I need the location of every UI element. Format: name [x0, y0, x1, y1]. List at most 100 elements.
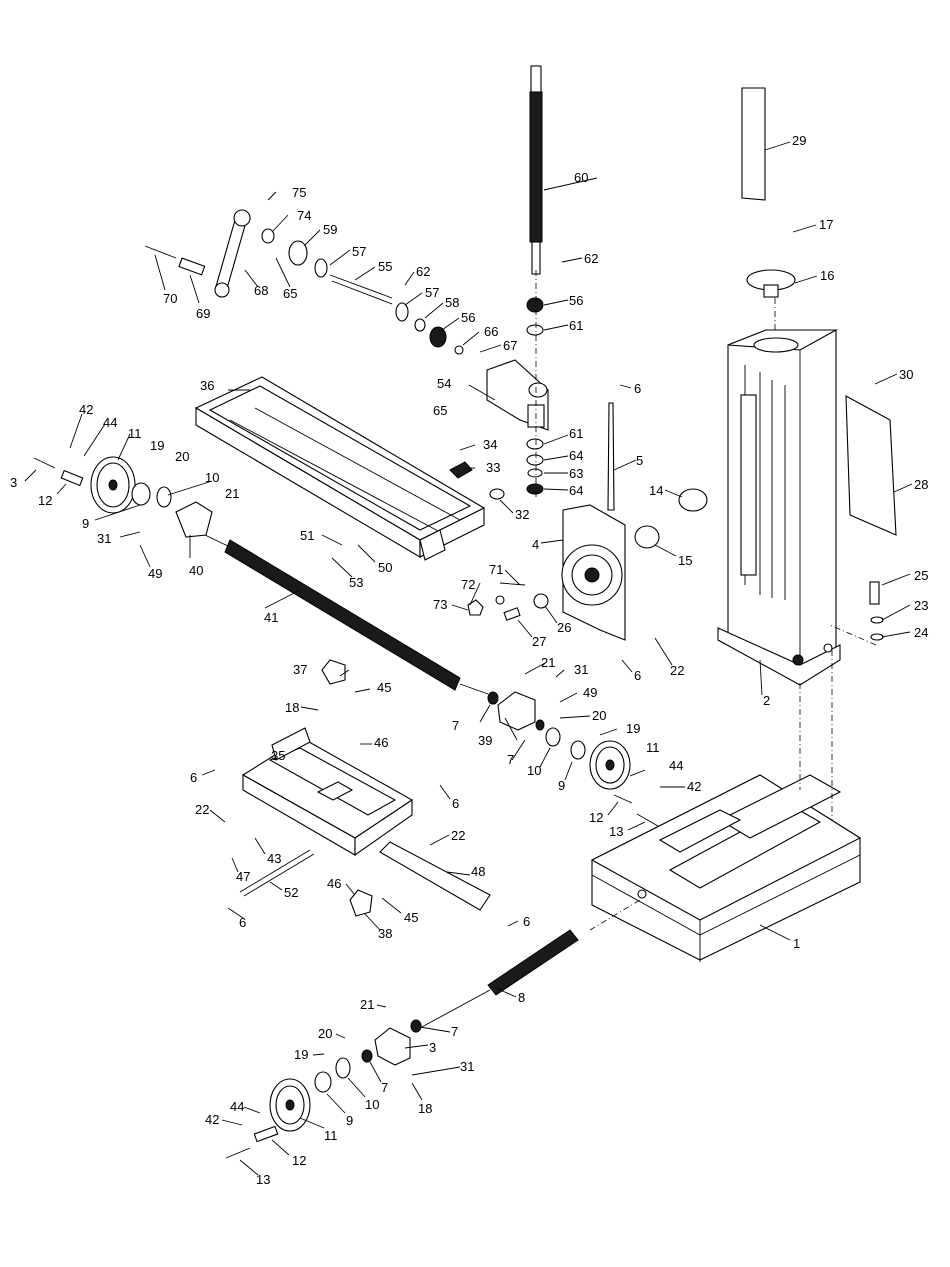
- handwheels: [90, 456, 631, 1132]
- callout-20: 20: [592, 708, 606, 723]
- callout-51: 51: [300, 528, 314, 543]
- callout-10: 10: [365, 1097, 379, 1112]
- callout-49: 49: [148, 566, 162, 581]
- callout-12: 12: [38, 493, 52, 508]
- callout-5: 5: [636, 453, 643, 468]
- callouts: 1 2 3 3 4 5 6 6 6 6 6 6 7 7 7 7 8 9 9 9 …: [10, 133, 928, 1187]
- callout-13: 13: [609, 824, 623, 839]
- small-parts: [33, 87, 897, 1159]
- callout-6: 6: [634, 381, 641, 396]
- callout-9: 9: [558, 778, 565, 793]
- callout-36: 36: [200, 378, 214, 393]
- callout-30: 30: [899, 367, 913, 382]
- callout-6: 6: [239, 915, 246, 930]
- callout-52: 52: [284, 885, 298, 900]
- callout-56: 56: [569, 293, 583, 308]
- callout-20: 20: [318, 1026, 332, 1041]
- callout-64: 64: [569, 448, 583, 463]
- callout-37: 37: [293, 662, 307, 677]
- callout-1: 1: [793, 936, 800, 951]
- callout-29: 29: [792, 133, 806, 148]
- callout-45: 45: [377, 680, 391, 695]
- callout-32: 32: [515, 507, 529, 522]
- callout-10: 10: [205, 470, 219, 485]
- callout-65: 65: [283, 286, 297, 301]
- callout-69: 69: [196, 306, 210, 321]
- callout-72: 72: [461, 577, 475, 592]
- callout-18: 18: [285, 700, 299, 715]
- callout-27: 27: [532, 634, 546, 649]
- callout-39: 39: [478, 733, 492, 748]
- callout-50: 50: [378, 560, 392, 575]
- callout-42: 42: [687, 779, 701, 794]
- callout-24: 24: [914, 625, 928, 640]
- assembly-lines: [535, 270, 877, 931]
- callout-75: 75: [292, 185, 306, 200]
- callout-26: 26: [557, 620, 571, 635]
- callout-9: 9: [346, 1113, 353, 1128]
- callout-46: 46: [327, 876, 341, 891]
- callout-17: 17: [819, 217, 833, 232]
- callout-61: 61: [569, 426, 583, 441]
- callout-11: 11: [324, 1128, 338, 1143]
- callout-70: 70: [163, 291, 177, 306]
- callout-45: 45: [404, 910, 418, 925]
- callout-11: 11: [128, 426, 142, 441]
- callout-74: 74: [297, 208, 311, 223]
- column-part: [717, 329, 841, 686]
- callout-21: 21: [541, 655, 555, 670]
- callout-11: 11: [646, 740, 660, 755]
- callout-3: 3: [10, 475, 17, 490]
- callout-63: 63: [569, 466, 583, 481]
- callout-38: 38: [378, 926, 392, 941]
- callout-41: 41: [264, 610, 278, 625]
- callout-56: 56: [461, 310, 475, 325]
- bracket-part: [486, 359, 626, 641]
- callout-43: 43: [267, 851, 281, 866]
- leader-lines: [24, 141, 913, 1176]
- callout-6: 6: [452, 796, 459, 811]
- callout-6: 6: [523, 914, 530, 929]
- callout-64: 64: [569, 483, 583, 498]
- callout-19: 19: [626, 721, 640, 736]
- callout-57: 57: [352, 244, 366, 259]
- callout-3: 3: [429, 1040, 436, 1055]
- callout-7: 7: [452, 718, 459, 733]
- callout-61: 61: [569, 318, 583, 333]
- callout-71: 71: [489, 562, 503, 577]
- callout-42: 42: [205, 1112, 219, 1127]
- callout-16: 16: [820, 268, 834, 283]
- callout-44: 44: [669, 758, 683, 773]
- base-part: [590, 774, 862, 962]
- callout-60: 60: [574, 170, 588, 185]
- callout-14: 14: [649, 483, 663, 498]
- callout-44: 44: [103, 415, 117, 430]
- callout-21: 21: [225, 486, 239, 501]
- callout-7: 7: [451, 1024, 458, 1039]
- callout-53: 53: [349, 575, 363, 590]
- callout-22: 22: [195, 802, 209, 817]
- callout-67: 67: [503, 338, 517, 353]
- callout-40: 40: [189, 563, 203, 578]
- callout-12: 12: [589, 810, 603, 825]
- callout-44: 44: [230, 1099, 244, 1114]
- callout-25: 25: [914, 568, 928, 583]
- leadscrews: [204, 65, 615, 1029]
- callout-35: 35: [271, 748, 285, 763]
- callout-34: 34: [483, 437, 497, 452]
- callout-59: 59: [323, 222, 337, 237]
- callout-55: 55: [378, 259, 392, 274]
- callout-65: 65: [433, 403, 447, 418]
- callout-6: 6: [190, 770, 197, 785]
- callout-22: 22: [670, 663, 684, 678]
- callout-19: 19: [150, 438, 164, 453]
- callout-7: 7: [507, 752, 514, 767]
- callout-33: 33: [486, 460, 500, 475]
- callout-62: 62: [584, 251, 598, 266]
- callout-49: 49: [583, 685, 597, 700]
- callout-57: 57: [425, 285, 439, 300]
- callout-12: 12: [292, 1153, 306, 1168]
- callout-62: 62: [416, 264, 430, 279]
- callout-21: 21: [360, 997, 374, 1012]
